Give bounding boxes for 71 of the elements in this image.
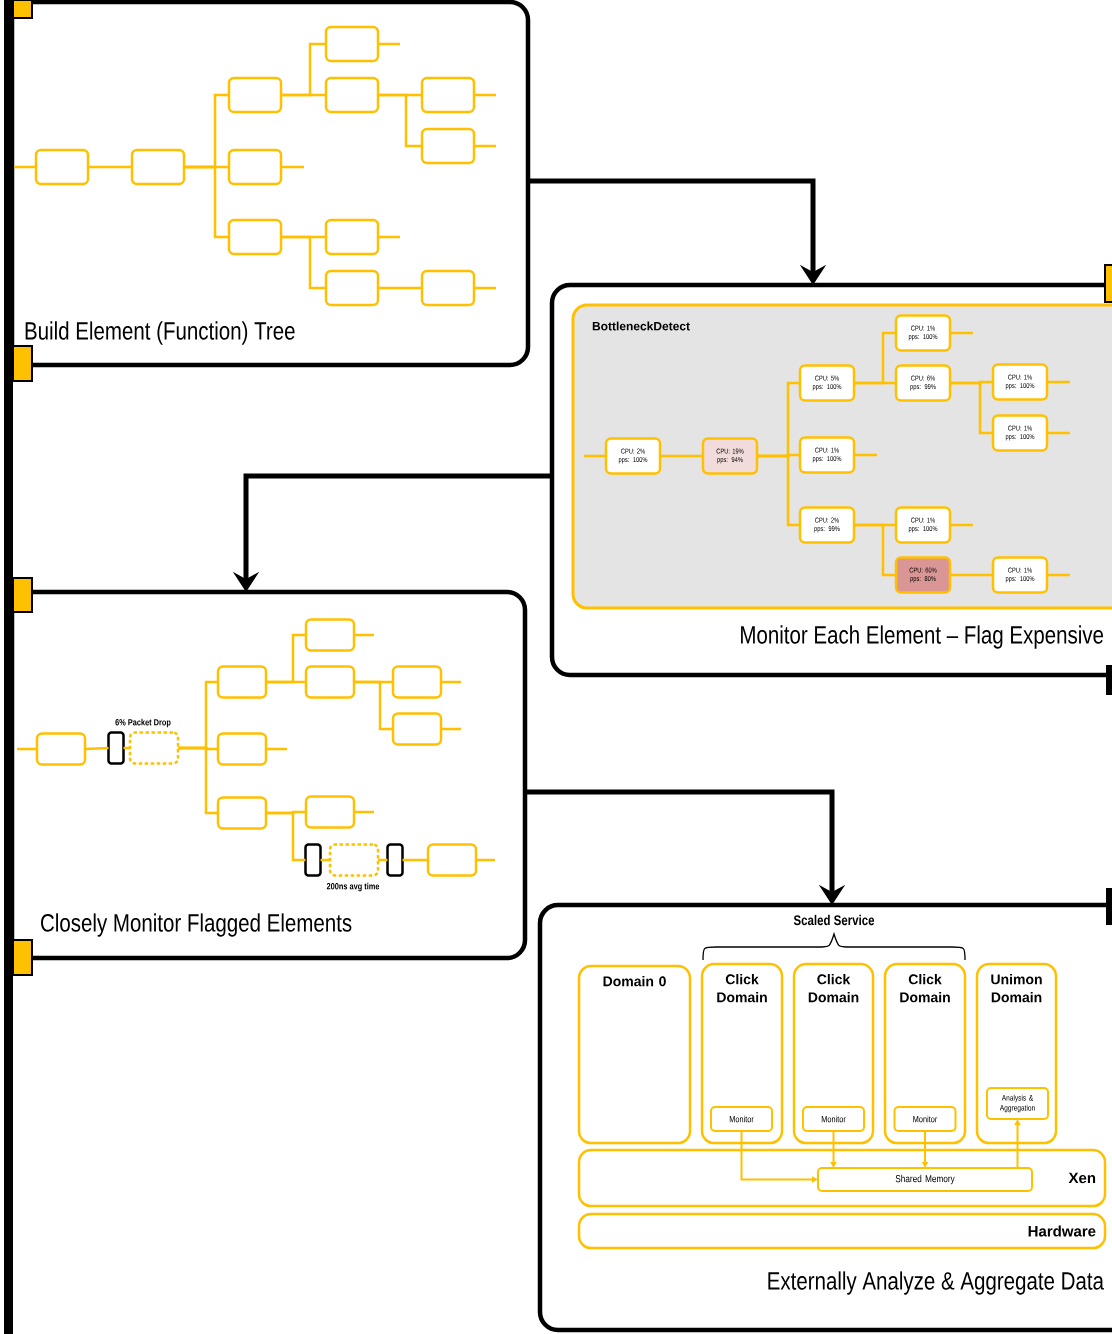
arrow <box>830 1130 837 1168</box>
element-box <box>324 76 380 114</box>
element-box <box>324 25 380 63</box>
flagged-element-box <box>128 731 180 765</box>
panel-caption: Monitor Each Element – Flag Expensive <box>741 625 1104 649</box>
layer-label: Xen <box>1068 1172 1096 1184</box>
panel-caption: Build Element (Function) Tree <box>25 321 295 345</box>
domain-label: Click Domain <box>717 974 767 1003</box>
element-box <box>216 796 268 830</box>
connector-line <box>402 858 428 862</box>
connector-line <box>854 381 896 385</box>
monitor-box: Monitor <box>893 1106 957 1132</box>
element-box <box>426 843 478 877</box>
monitor-box: Monitor <box>710 1106 773 1132</box>
connector-line <box>378 858 388 862</box>
element-box <box>304 795 356 829</box>
connector-line <box>950 381 993 435</box>
element-box <box>391 665 443 699</box>
element-box <box>420 76 476 114</box>
connector-line <box>378 93 422 148</box>
element-box <box>420 127 476 165</box>
element-box <box>324 218 380 256</box>
panel-caption: Externally Analyze & Aggregate Data <box>768 1271 1104 1295</box>
layer-label: Hardware <box>1028 1225 1096 1237</box>
connector-line <box>354 680 393 731</box>
connector-line <box>84 746 109 751</box>
element-box <box>34 148 90 186</box>
connector-line <box>281 93 326 97</box>
arrow <box>1014 1119 1021 1169</box>
connector-line <box>757 454 800 527</box>
domain-label: Domain 0 <box>603 976 666 987</box>
analysis-box: Analysis & Aggregation <box>986 1087 1049 1120</box>
element-box <box>35 732 87 766</box>
element-box <box>304 665 356 699</box>
connector-line <box>320 858 330 862</box>
element-box <box>391 712 443 746</box>
domain-label: Click Domain <box>900 974 950 1003</box>
monitor-box: Monitor <box>802 1106 865 1132</box>
probe-bar <box>386 843 404 877</box>
connector-line <box>378 286 422 290</box>
element-box <box>420 269 476 307</box>
element-box <box>227 148 283 186</box>
connector-line <box>950 573 993 577</box>
shared-memory-box: Shared Memory <box>817 1167 1033 1192</box>
element-box <box>130 148 186 186</box>
element-box <box>324 269 380 307</box>
element-box <box>227 218 283 256</box>
element-box <box>227 76 283 114</box>
connector-line <box>123 746 130 750</box>
flagged-element-box <box>328 843 380 877</box>
connector-line <box>281 235 326 290</box>
annotation-text: 6% Packet Drop <box>115 718 171 728</box>
annotation-text: 200ns avg time <box>326 882 380 892</box>
domain-label: Unimon Domain <box>991 974 1042 1003</box>
panel-title: BottleneckDetect <box>592 321 690 331</box>
connector-line <box>266 680 306 684</box>
connector-line <box>266 811 306 862</box>
probe-bar <box>107 731 125 765</box>
probe-bar <box>304 843 322 877</box>
panel-caption: Closely Monitor Flagged Elements <box>41 913 352 937</box>
connector-line <box>660 454 703 458</box>
element-box <box>304 618 356 652</box>
connector-line <box>178 746 218 815</box>
element-box <box>216 665 268 699</box>
arrow <box>740 1130 818 1183</box>
group-label: Scaled Service <box>793 914 875 926</box>
connector-line <box>184 165 229 239</box>
domain-label: Click Domain <box>808 974 859 1003</box>
element-box <box>216 732 268 766</box>
connector-line <box>88 165 132 169</box>
connector-line <box>854 523 896 577</box>
